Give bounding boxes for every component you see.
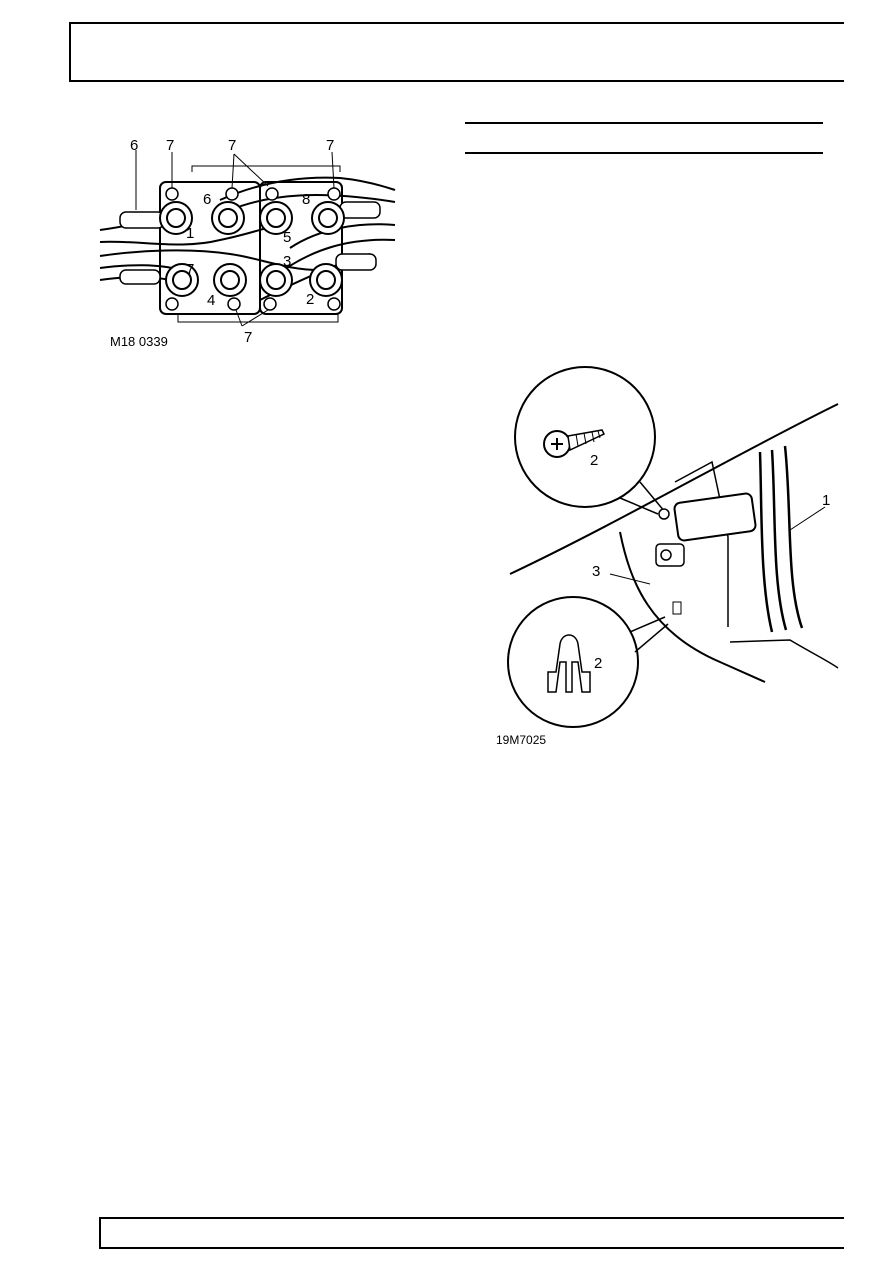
callout-7-bottom: 7 xyxy=(244,329,252,346)
clip-icon xyxy=(547,634,591,693)
section-rule-bottom xyxy=(465,152,823,154)
section-rule-top xyxy=(465,122,823,124)
figure-code-trim: 19M7025 xyxy=(496,733,547,747)
callout-8-coil: 8 xyxy=(302,191,310,208)
callout-7-a: 7 xyxy=(166,137,174,154)
callout-3-trim: 3 xyxy=(592,563,600,580)
callout-2-screw: 2 xyxy=(590,452,598,469)
callout-4-coil: 4 xyxy=(207,292,215,309)
callout-1-coil: 1 xyxy=(186,225,194,242)
callout-7-b: 7 xyxy=(228,137,236,154)
trim-fixing-diagram: 1 2 3 2 xyxy=(507,366,839,728)
callout-7-c: 7 xyxy=(326,137,334,154)
callout-3-coil: 3 xyxy=(283,253,291,270)
callout-2-clip: 2 xyxy=(594,655,602,672)
screw-icon xyxy=(543,429,606,458)
callout-1-seal: 1 xyxy=(822,492,830,509)
coil-pack-diagram: 6 7 7 7 6 8 1 5 3 7 4 2 7 xyxy=(99,137,396,346)
callout-6-coil: 6 xyxy=(203,191,211,208)
callout-2-coil: 2 xyxy=(306,291,314,308)
page-header-frame xyxy=(69,22,844,82)
callout-7-coil: 7 xyxy=(186,261,194,278)
callout-6-top: 6 xyxy=(130,137,138,154)
callout-5-coil: 5 xyxy=(283,229,291,246)
page-footer-frame xyxy=(99,1217,844,1249)
figure-code-coil: M18 0339 xyxy=(110,334,168,349)
